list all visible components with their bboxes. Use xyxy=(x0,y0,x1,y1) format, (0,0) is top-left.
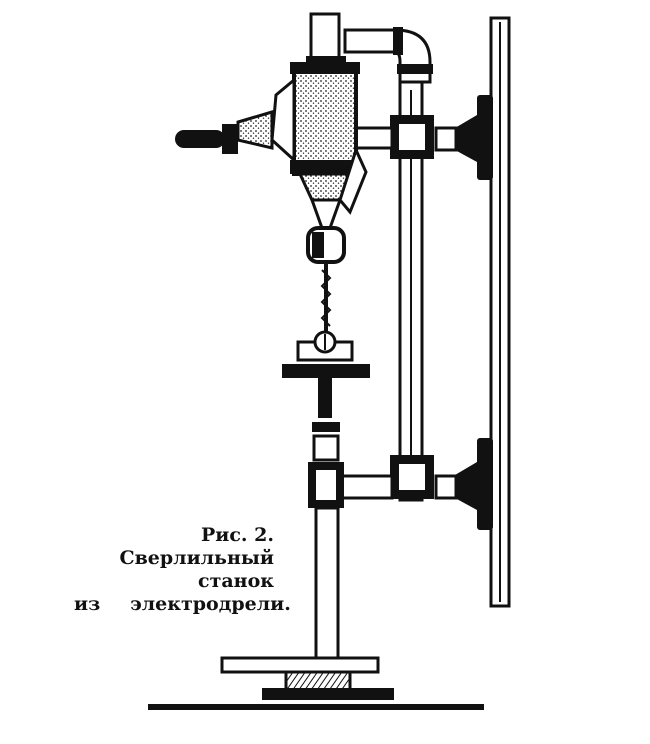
figure-caption: Рис. 2. Сверлильный станок из электродрел… xyxy=(74,524,291,616)
caption-line-4-word-2: электродрели. xyxy=(130,593,291,615)
caption-line-4-word-1: из xyxy=(74,593,101,615)
caption-fig-label: Рис. 2. xyxy=(200,524,274,546)
lower-wall-bracket xyxy=(434,438,493,530)
work-vise xyxy=(282,330,370,418)
wall-board xyxy=(489,16,511,608)
support-post xyxy=(314,506,340,660)
upper-wall-bracket xyxy=(434,95,493,180)
upper-clamp xyxy=(350,115,434,159)
electric-drill xyxy=(175,12,368,230)
lower-clamp xyxy=(338,455,434,500)
top-elbow-pipe xyxy=(343,27,433,84)
floor-line xyxy=(148,704,484,710)
caption-line-2: Сверлильный xyxy=(119,547,274,569)
drill-bit xyxy=(320,262,332,335)
caption-line-4: из электродрели. xyxy=(74,593,291,616)
caption-line-3: станок xyxy=(198,570,274,592)
base-table xyxy=(220,656,394,700)
drill-chuck xyxy=(306,226,346,264)
lower-coupling xyxy=(308,422,344,508)
